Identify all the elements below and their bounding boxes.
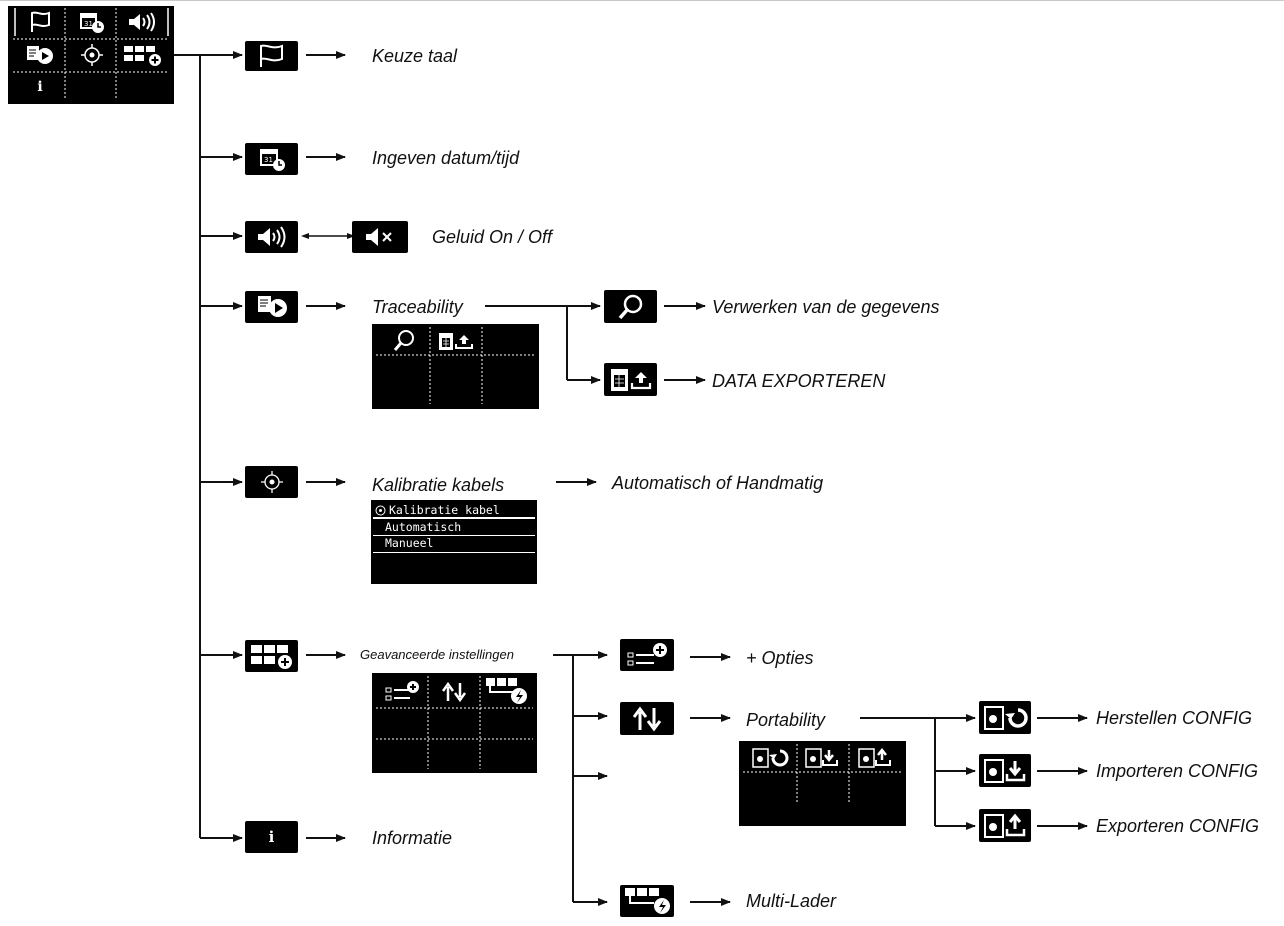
main-traceability-icon[interactable] xyxy=(20,41,60,69)
calibration-result-label: Automatisch of Handmatig xyxy=(612,473,824,493)
main-menu-screen: 31 i xyxy=(8,6,174,104)
calibration-screen: Kalibratie kabel Automatisch Manueel xyxy=(371,500,537,584)
restore-config-icon[interactable] xyxy=(979,701,1031,734)
data-export-label: DATA EXPORTEREN xyxy=(712,371,886,391)
calibration-screen-title: Kalibratie kabel xyxy=(389,502,500,517)
advanced-screen-portability-icon[interactable] xyxy=(432,677,476,707)
main-speaker-icon[interactable] xyxy=(122,8,162,36)
traceability-screen xyxy=(372,324,539,409)
info-icon[interactable]: i xyxy=(245,821,298,853)
advanced-screen-multi-charger-icon[interactable] xyxy=(482,675,532,707)
calibration-screen-divider-1 xyxy=(373,517,535,519)
main-calibration-icon[interactable] xyxy=(72,41,112,69)
advanced-screen-options-icon[interactable] xyxy=(380,677,424,707)
speaker-icon[interactable] xyxy=(245,221,298,253)
info-label: Informatie xyxy=(372,828,453,848)
portability-screen-import-icon[interactable] xyxy=(801,745,845,771)
calibration-screen-option-manual[interactable]: Manueel xyxy=(385,536,434,550)
multi-charger-icon[interactable] xyxy=(620,885,674,917)
portability-label: Portability xyxy=(746,710,826,730)
main-info-icon[interactable]: i xyxy=(37,79,43,95)
export-config-label: Exporteren CONFIG xyxy=(1096,816,1260,836)
language-label: Keuze taal xyxy=(372,46,458,66)
multi-charger-label: Multi-Lader xyxy=(746,891,837,911)
portability-icon[interactable] xyxy=(620,702,674,735)
calibration-screen-divider-3 xyxy=(373,552,535,553)
datetime-label: Ingeven datum/tijd xyxy=(372,148,520,168)
main-advanced-settings-icon[interactable] xyxy=(120,41,168,69)
advanced-settings-screen-grid xyxy=(376,676,533,769)
svg-text:31: 31 xyxy=(264,156,273,164)
advanced-settings-label: Geavanceerde instellingen xyxy=(360,647,514,662)
calibration-label: Kalibratie kabels xyxy=(372,475,505,495)
advanced-settings-icon[interactable] xyxy=(245,640,298,672)
svg-text:31: 31 xyxy=(84,20,93,28)
portability-screen-export-icon[interactable] xyxy=(853,745,899,771)
traceability-screen-search-icon[interactable] xyxy=(386,328,422,354)
traceability-screen-export-icon[interactable] xyxy=(434,328,478,354)
portability-screen-grid xyxy=(743,744,902,803)
data-export-icon[interactable] xyxy=(604,363,657,396)
options-icon[interactable] xyxy=(620,639,674,671)
restore-config-label: Herstellen CONFIG xyxy=(1096,708,1253,728)
import-config-icon[interactable] xyxy=(979,754,1031,787)
calibration-screen-title-row: Kalibratie kabel xyxy=(371,502,537,518)
calibration-screen-option-automatic[interactable]: Automatisch xyxy=(385,520,462,534)
advanced-settings-screen xyxy=(372,673,537,773)
process-data-label: Verwerken van de gegevens xyxy=(712,297,940,317)
calibration-icon[interactable] xyxy=(245,466,298,498)
sound-label: Geluid On / Off xyxy=(432,227,553,247)
main-flag-icon[interactable] xyxy=(24,8,58,36)
portability-screen xyxy=(739,741,906,826)
calibration-screen-divider-2 xyxy=(373,535,535,536)
flag-icon[interactable] xyxy=(245,41,298,71)
options-label: + Opties xyxy=(746,648,814,668)
export-config-icon[interactable] xyxy=(979,809,1031,842)
traceability-icon[interactable] xyxy=(245,291,298,323)
calibration-screen-target-icon xyxy=(375,505,386,515)
traceability-screen-grid xyxy=(376,327,535,404)
main-menu-grid xyxy=(13,8,169,100)
traceability-label: Traceability xyxy=(372,297,463,317)
import-config-label: Importeren CONFIG xyxy=(1096,761,1259,781)
search-icon[interactable] xyxy=(604,290,657,323)
portability-screen-restore-icon[interactable] xyxy=(747,745,793,771)
mute-icon[interactable] xyxy=(352,221,408,253)
top-border xyxy=(0,0,1284,1)
main-calendar-clock-icon[interactable]: 31 xyxy=(74,8,110,36)
calendar-clock-icon[interactable]: 31 xyxy=(245,143,298,175)
